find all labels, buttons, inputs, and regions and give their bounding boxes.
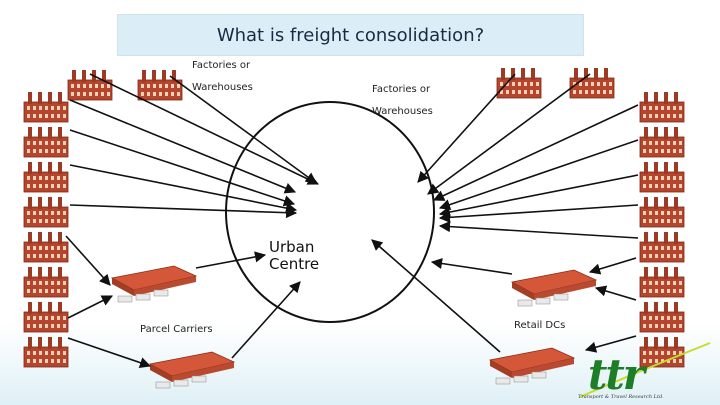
factory-icon bbox=[23, 266, 69, 298]
ttr-logo: ttr bbox=[588, 350, 645, 399]
factory-icon bbox=[23, 161, 69, 193]
factory-icon bbox=[639, 301, 685, 333]
factory-icon bbox=[137, 69, 183, 101]
factory-icon bbox=[639, 126, 685, 158]
retail-dc-depot-icon bbox=[511, 269, 597, 307]
title-box: What is freight consolidation? bbox=[117, 14, 584, 56]
urban-centre-label: Urban Centre bbox=[269, 239, 329, 273]
retail-dc-depot-icon bbox=[489, 347, 575, 385]
inbound-arrows-left bbox=[65, 73, 320, 369]
factory-icon bbox=[639, 231, 685, 263]
factory-icon bbox=[639, 91, 685, 123]
factories-left-label-line2: Warehouses bbox=[192, 82, 253, 93]
parcel-carrier-depot-icon bbox=[149, 351, 235, 389]
factories-right-label-line2: Warehouses bbox=[372, 106, 433, 117]
factory-icon bbox=[639, 196, 685, 228]
factories-left-label-line1: Factories or bbox=[192, 60, 251, 71]
urban-centre-label-line1: Urban bbox=[269, 238, 315, 256]
page-title: What is freight consolidation? bbox=[216, 24, 485, 46]
factory-icon bbox=[496, 67, 542, 99]
factory-icon bbox=[639, 161, 685, 193]
factory-icon bbox=[23, 336, 69, 368]
inbound-arrows-right bbox=[371, 73, 639, 353]
factory-icon bbox=[23, 231, 69, 263]
factory-icon bbox=[23, 196, 69, 228]
logo-swoosh bbox=[579, 342, 711, 398]
factory-icon bbox=[23, 126, 69, 158]
ttr-logo-tagline: Transport & Travel Research Ltd. bbox=[578, 394, 664, 400]
factory-icon bbox=[23, 91, 69, 123]
factories-right-label-line1: Factories or bbox=[372, 84, 431, 95]
parcel-carriers-label: Parcel Carriers bbox=[140, 324, 213, 335]
factory-icon bbox=[23, 301, 69, 333]
factory-icon bbox=[639, 266, 685, 298]
urban-centre-label-line2: Centre bbox=[269, 255, 320, 273]
parcel-carrier-depot-icon bbox=[111, 265, 197, 303]
retail-dcs-label: Retail DCs bbox=[514, 320, 566, 331]
urban-centre-circle bbox=[225, 101, 435, 323]
